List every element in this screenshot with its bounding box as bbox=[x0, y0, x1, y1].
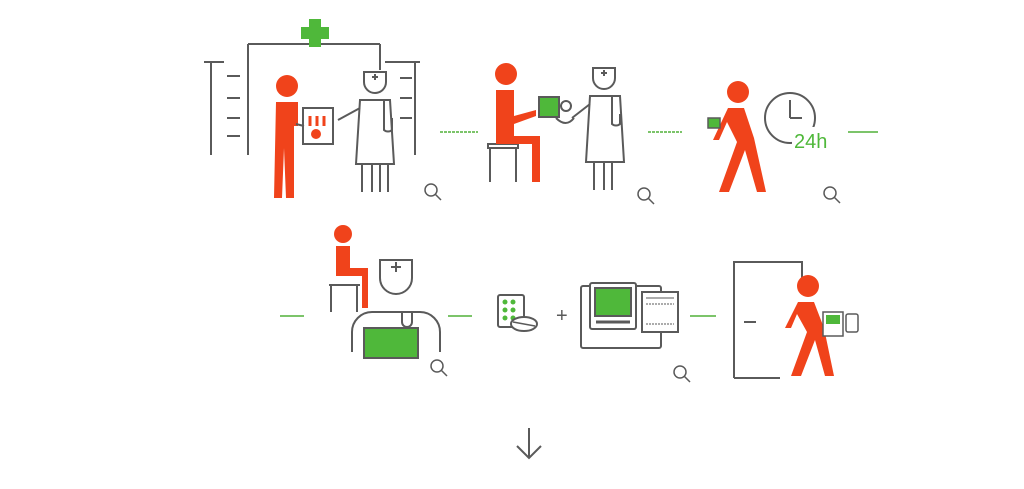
step-3-24h-monitoring: 24h bbox=[707, 81, 878, 204]
plus-sign: + bbox=[556, 305, 568, 327]
doctor-figure bbox=[571, 67, 626, 190]
magnifier-icon[interactable] bbox=[637, 187, 655, 205]
doctor-figure bbox=[337, 71, 396, 192]
leaving-patient-figure bbox=[785, 275, 834, 376]
blood-pressure-monitor-icon bbox=[538, 96, 575, 124]
handheld-device-icon bbox=[822, 311, 859, 337]
magnifier-icon[interactable] bbox=[430, 359, 448, 377]
magnifier-icon[interactable] bbox=[673, 365, 691, 383]
patient-figure bbox=[274, 75, 298, 198]
monitor-pouch-icon bbox=[707, 117, 721, 129]
doorway bbox=[733, 261, 803, 379]
walking-patient-figure bbox=[713, 81, 766, 192]
arrow-down-icon[interactable] bbox=[516, 428, 542, 460]
computer-icon bbox=[580, 282, 679, 349]
seated-patient-figure bbox=[495, 63, 540, 182]
seated-patient-figure bbox=[334, 225, 368, 308]
stool bbox=[329, 284, 360, 312]
medical-document-icon bbox=[295, 107, 334, 145]
24h-label: 24h bbox=[794, 131, 827, 153]
laptop-icon bbox=[363, 327, 419, 359]
step-4-doctor-review bbox=[329, 225, 448, 377]
step-5-analysis: + bbox=[497, 282, 691, 383]
step-6-follow-up bbox=[733, 261, 859, 379]
magnifier-icon[interactable] bbox=[424, 183, 442, 201]
magnifier-icon[interactable] bbox=[823, 186, 841, 204]
step-2-device-fitting bbox=[487, 63, 655, 205]
step-1-hospital-consultation bbox=[204, 19, 442, 201]
pill-pack-icon bbox=[497, 294, 538, 332]
stool bbox=[487, 143, 519, 182]
green-cross-icon bbox=[301, 19, 329, 47]
hospital-building bbox=[204, 43, 420, 155]
